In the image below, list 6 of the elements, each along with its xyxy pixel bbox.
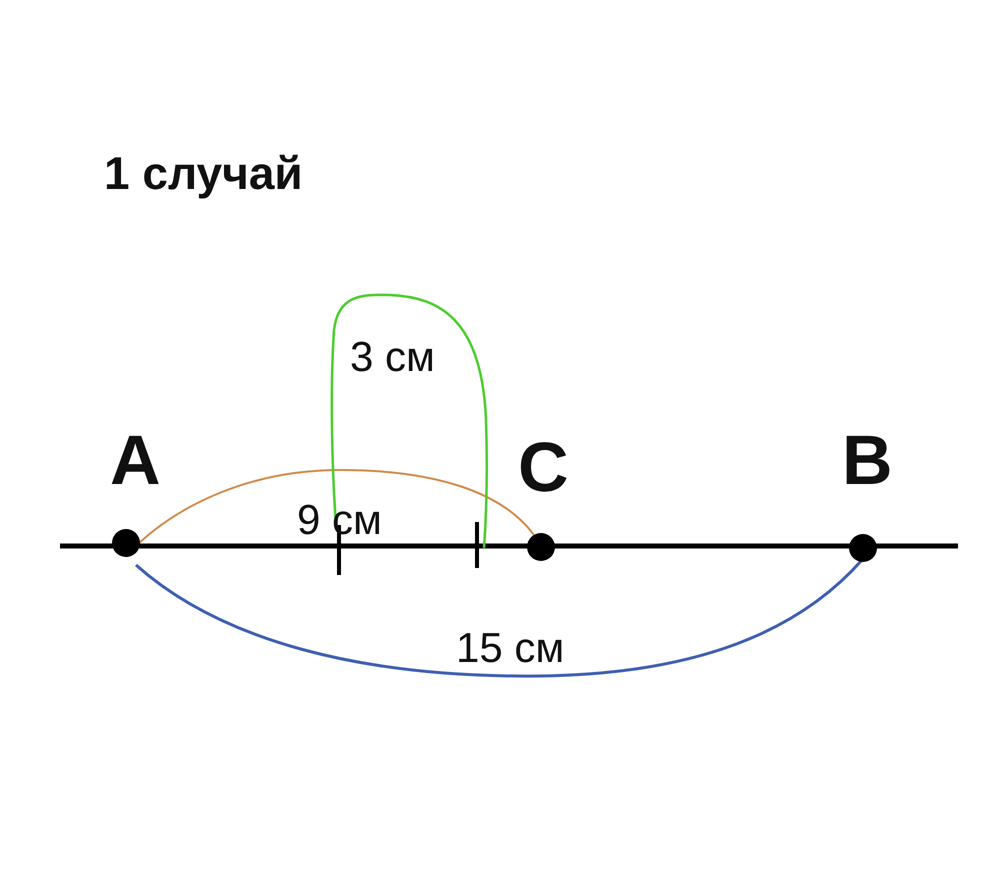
measurement-label: 3 см — [350, 336, 435, 378]
point-label: A — [110, 425, 161, 495]
title: 1 случай — [104, 150, 303, 196]
measurement-label: 15 см — [456, 627, 564, 669]
point-label: B — [842, 425, 893, 495]
point-label: C — [518, 432, 569, 502]
